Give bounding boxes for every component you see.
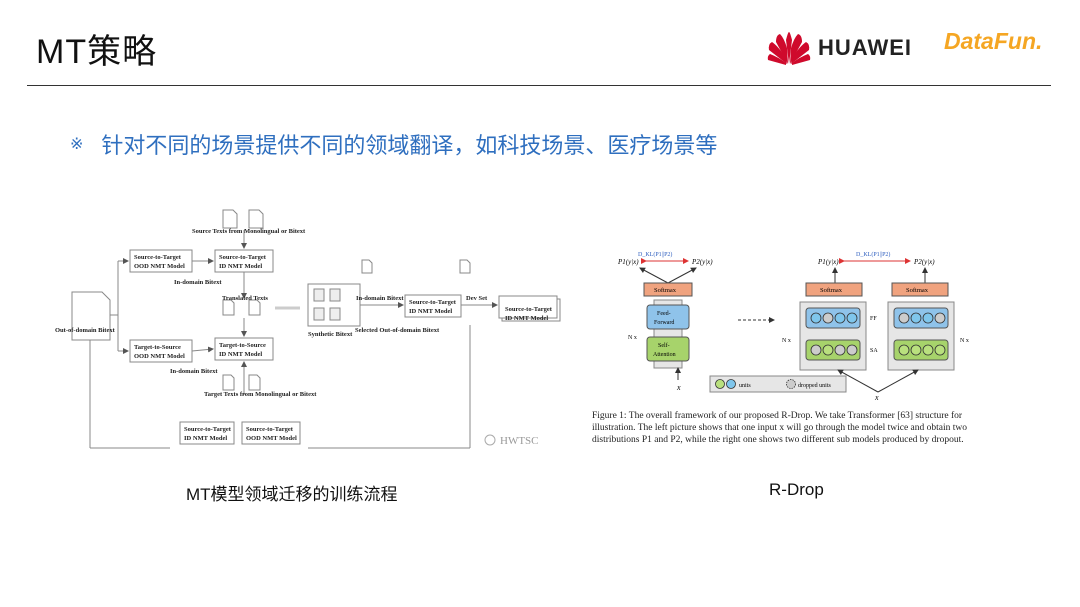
- svg-text:Out-of-domain Bitext: Out-of-domain Bitext: [55, 327, 116, 334]
- svg-text:Source-to-Target: Source-to-Target: [219, 254, 267, 261]
- slide-title: MT策略: [36, 33, 158, 71]
- svg-text:P2(y|x): P2(y|x): [691, 258, 713, 266]
- svg-text:Source-to-Target: Source-to-Target: [409, 299, 457, 306]
- domain-transfer-diagram: Source Texts from Monolingual or Bitext …: [55, 209, 561, 449]
- hwtsc-watermark: HWTSC: [484, 434, 539, 447]
- svg-text:N x: N x: [960, 338, 969, 344]
- svg-text:ID NMT Model: ID NMT Model: [505, 315, 548, 322]
- reference-mark-icon: ※: [70, 136, 84, 153]
- svg-text:Source-to-Target: Source-to-Target: [505, 306, 553, 313]
- svg-text:Synthetic Bitext: Synthetic Bitext: [308, 331, 353, 338]
- svg-text:ID NMT Model: ID NMT Model: [219, 351, 262, 358]
- svg-text:P2(y|x): P2(y|x): [913, 258, 935, 266]
- figure-caption-line-1: Figure 1: The overall framework of our p…: [592, 410, 963, 421]
- svg-text:In-domain Bitext: In-domain Bitext: [170, 368, 218, 375]
- figure-caption-line-2: illustration. The left picture shows tha…: [592, 422, 967, 433]
- rdrop-diagram: D_KL(P1||P2) P1(y|x) P2(y|x) Softmax Fee…: [592, 251, 969, 445]
- huawei-wordmark: HUAWEI: [818, 35, 912, 60]
- svg-text:HWTSC: HWTSC: [500, 435, 539, 447]
- svg-text:Dev Set: Dev Set: [466, 295, 488, 302]
- svg-text:x: x: [676, 383, 681, 392]
- svg-text:OOD NMT Model: OOD NMT Model: [134, 263, 185, 270]
- svg-text:SA: SA: [870, 348, 878, 354]
- bullet-text: 针对不同的场景提供不同的领域翻译，如科技场景、医疗场景等: [101, 133, 718, 158]
- svg-text:Feed-: Feed-: [657, 311, 671, 317]
- datafun-wordmark: DataFun.: [944, 28, 1043, 54]
- svg-text:Self-: Self-: [658, 342, 670, 349]
- svg-text:N x: N x: [782, 338, 791, 344]
- huawei-flower-icon: [767, 32, 811, 65]
- datafun-logo: DataFun.: [944, 28, 1042, 55]
- huawei-logo: HUAWEI: [766, 30, 912, 66]
- svg-text:In-domain Bitext: In-domain Bitext: [174, 279, 222, 286]
- svg-text:Target-to-Source: Target-to-Source: [219, 342, 266, 349]
- label-src-mono: Source Texts from Monolingual or Bitext: [192, 228, 306, 235]
- svg-text:Softmax: Softmax: [820, 287, 843, 294]
- figure-caption-line-3: distributions P1 and P2, while the right…: [592, 434, 964, 445]
- svg-text:ID NMT Model: ID NMT Model: [409, 308, 452, 315]
- right-figure-caption: R-Drop: [769, 480, 824, 499]
- svg-text:Source-to-Target: Source-to-Target: [184, 426, 232, 433]
- svg-text:D_KL(P1||P2): D_KL(P1||P2): [856, 251, 890, 258]
- svg-text:D_KL(P1||P2): D_KL(P1||P2): [638, 251, 672, 258]
- svg-text:FF: FF: [870, 316, 877, 322]
- svg-text:Forward: Forward: [654, 320, 674, 326]
- svg-text:ID NMT Model: ID NMT Model: [219, 263, 262, 270]
- svg-text:dropped units: dropped units: [798, 383, 831, 389]
- svg-text:Softmax: Softmax: [654, 287, 677, 294]
- svg-text:Translated Texts: Translated Texts: [222, 295, 268, 302]
- left-figure-caption: MT模型领域迁移的训练流程: [186, 485, 398, 504]
- svg-text:x: x: [874, 393, 879, 402]
- svg-text:OOD NMT Model: OOD NMT Model: [246, 435, 297, 442]
- svg-text:Softmax: Softmax: [906, 287, 929, 294]
- svg-text:N x: N x: [628, 335, 637, 341]
- svg-text:Attention: Attention: [653, 352, 676, 358]
- svg-text:Target Texts from Monolingual: Target Texts from Monolingual or Bitext: [204, 391, 317, 398]
- svg-text:ID NMT Model: ID NMT Model: [184, 435, 227, 442]
- header-divider: [27, 85, 1051, 86]
- svg-text:units: units: [739, 383, 751, 389]
- svg-text:Source-to-Target: Source-to-Target: [134, 254, 182, 261]
- svg-text:Target-to-Source: Target-to-Source: [134, 344, 181, 351]
- svg-text:Source-to-Target: Source-to-Target: [246, 426, 294, 433]
- svg-text:Selected Out-of-domain Bitext: Selected Out-of-domain Bitext: [355, 327, 440, 334]
- svg-text:P1(y|x): P1(y|x): [817, 258, 839, 266]
- bullet-point: ※ 针对不同的场景提供不同的领域翻译，如科技场景、医疗场景等: [70, 128, 717, 160]
- svg-text:In-domain Bitext: In-domain Bitext: [356, 295, 404, 302]
- svg-text:OOD NMT Model: OOD NMT Model: [134, 353, 185, 360]
- svg-text:P1(y|x): P1(y|x): [617, 258, 639, 266]
